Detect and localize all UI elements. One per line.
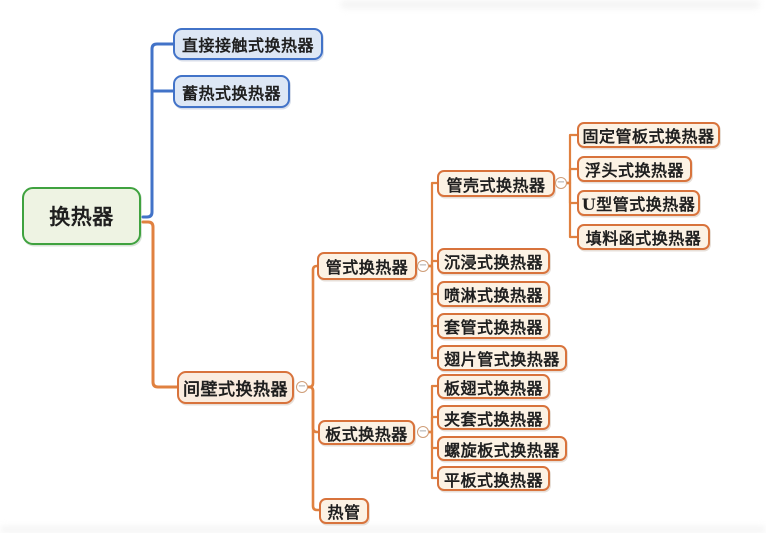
node-label: 螺旋板式换热器 bbox=[444, 440, 560, 460]
node-finned-tube-exchanger[interactable]: 翅片管式换热器 bbox=[437, 345, 567, 371]
node-label: 套管式换热器 bbox=[443, 318, 543, 337]
collapse-icon[interactable]: − bbox=[417, 426, 429, 438]
node-label: 板翅式换热器 bbox=[443, 378, 543, 398]
node-tubular-exchanger[interactable]: 管式换热器 bbox=[317, 252, 417, 280]
node-direct-contact-exchanger[interactable]: 直接接触式换热器 bbox=[173, 28, 323, 60]
node-label: 间壁式换热器 bbox=[183, 380, 288, 400]
node-regenerative-exchanger[interactable]: 蓄热式换热器 bbox=[173, 75, 290, 108]
node-label: 固定管板式换热器 bbox=[582, 127, 715, 146]
node-stuffing-box-exchanger[interactable]: 填料函式换热器 bbox=[577, 224, 710, 250]
node-spiral-plate-exchanger[interactable]: 螺旋板式换热器 bbox=[437, 436, 567, 461]
node-label: 换热器 bbox=[49, 204, 114, 229]
node-shell-and-tube-exchanger[interactable]: 管壳式换热器 bbox=[437, 170, 555, 197]
node-jacketed-exchanger[interactable]: 夹套式换热器 bbox=[437, 405, 550, 430]
node-double-pipe-exchanger[interactable]: 套管式换热器 bbox=[437, 313, 550, 339]
node-label: 沉浸式换热器 bbox=[443, 253, 543, 272]
node-label: 夹套式换热器 bbox=[443, 409, 543, 429]
node-fixed-tubesheet-exchanger[interactable]: 固定管板式换热器 bbox=[577, 122, 720, 148]
node-plate-exchanger[interactable]: 板式换热器 bbox=[318, 420, 415, 445]
node-u-tube-exchanger[interactable]: U型管式换热器 bbox=[577, 190, 700, 216]
node-spray-exchanger[interactable]: 喷淋式换热器 bbox=[437, 281, 550, 307]
node-label: 管壳式换热器 bbox=[446, 175, 546, 195]
collapse-icon[interactable]: − bbox=[296, 381, 308, 393]
collapse-icon[interactable]: − bbox=[417, 260, 429, 272]
node-immersed-exchanger[interactable]: 沉浸式换热器 bbox=[437, 248, 550, 274]
node-label: 热管 bbox=[327, 503, 361, 522]
node-plate-fin-exchanger[interactable]: 板翅式换热器 bbox=[437, 374, 550, 399]
node-label: 蓄热式换热器 bbox=[181, 83, 281, 103]
node-label: 平板式换热器 bbox=[443, 470, 543, 490]
node-recuperative-exchanger[interactable]: 间壁式换热器 bbox=[177, 371, 294, 404]
node-label: 翅片管式换热器 bbox=[444, 350, 560, 369]
node-label: 填料函式换热器 bbox=[585, 229, 702, 248]
node-label: 浮头式换热器 bbox=[584, 161, 684, 180]
node-label: 直接接触式换热器 bbox=[181, 36, 314, 55]
node-flat-plate-exchanger[interactable]: 平板式换热器 bbox=[437, 466, 550, 491]
scan-artifact bbox=[340, 0, 760, 9]
node-label: 管式换热器 bbox=[325, 258, 409, 277]
node-label: 喷淋式换热器 bbox=[443, 286, 543, 305]
scan-artifact bbox=[0, 526, 766, 533]
node-heat-exchanger-root[interactable]: 换热器 bbox=[22, 187, 141, 245]
node-label: U型管式换热器 bbox=[581, 195, 696, 214]
node-heat-pipe[interactable]: 热管 bbox=[319, 498, 369, 524]
node-label: 板式换热器 bbox=[325, 424, 408, 444]
node-floating-head-exchanger[interactable]: 浮头式换热器 bbox=[577, 156, 692, 182]
collapse-icon[interactable]: − bbox=[555, 177, 567, 189]
